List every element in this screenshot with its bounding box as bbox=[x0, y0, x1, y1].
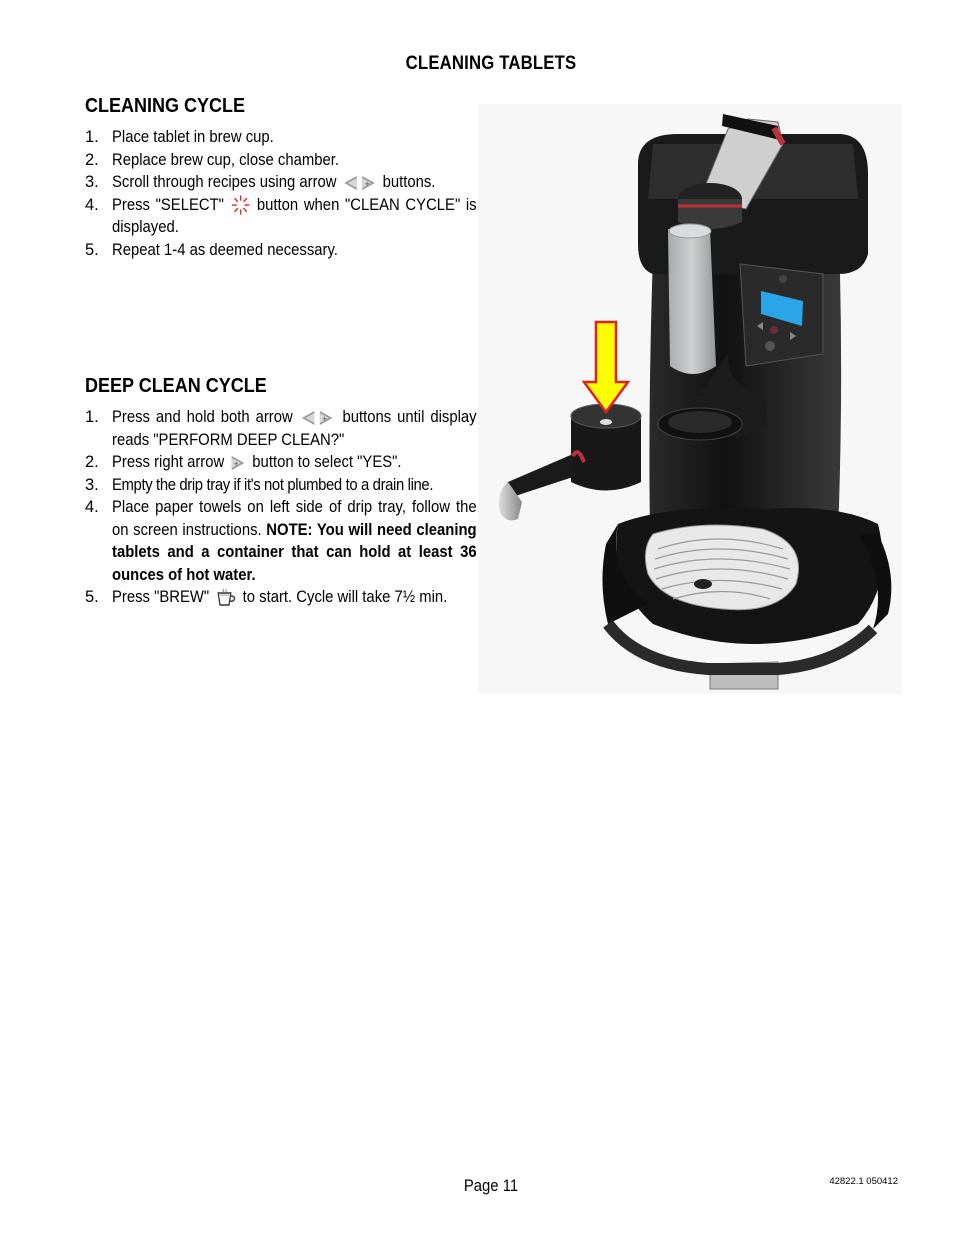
svg-text:+: + bbox=[323, 414, 328, 422]
step-text: Press and hold both arrow + buttons unti… bbox=[112, 406, 477, 451]
list-item: 4. Place paper towels on left side of dr… bbox=[85, 496, 477, 586]
step-text-after: to start. Cycle will take 7½ min. bbox=[242, 588, 448, 606]
step-number: 1. bbox=[85, 408, 99, 426]
step-text: Replace brew cup, close chamber. bbox=[112, 150, 339, 169]
step-number: 2. bbox=[85, 150, 99, 169]
svg-text:+: + bbox=[364, 179, 369, 187]
deep-clean-cycle-heading: DEEP CLEAN CYCLE bbox=[85, 375, 267, 397]
step-number: 5. bbox=[85, 240, 99, 259]
down-arrow-indicator-icon bbox=[581, 320, 631, 415]
step-number: 3. bbox=[85, 173, 99, 191]
step-number: 4. bbox=[85, 195, 99, 214]
step-text-before: Scroll through recipes using arrow bbox=[112, 173, 337, 191]
deep-clean-cycle-steps: 1. Press and hold both arrow + buttons u… bbox=[85, 406, 477, 609]
svg-text:+: + bbox=[234, 459, 239, 467]
step-text: Place tablet in brew cup. bbox=[112, 128, 274, 146]
step-text-body: Place paper towels on left side of drip … bbox=[112, 498, 477, 539]
brewer-machine-illustration bbox=[478, 104, 902, 694]
list-item: 5. Press "BREW" to start. Cycle will tak… bbox=[85, 586, 477, 609]
display-screen bbox=[761, 291, 803, 326]
step-text: Place paper towels on left side of drip … bbox=[112, 496, 477, 586]
page-title: CLEANING TABLETS bbox=[405, 53, 577, 74]
step-number: 2. bbox=[85, 453, 99, 471]
step-number: 5. bbox=[85, 588, 99, 606]
step-text-after: buttons. bbox=[382, 173, 436, 191]
glass-brew-cylinder bbox=[668, 229, 716, 374]
step-text-after: buttons until display reads "PERFORM DEE… bbox=[112, 408, 477, 449]
coffee-cup-icon bbox=[217, 588, 235, 606]
step-text: Press "SELECT" button when "CLEAN CYCLE"… bbox=[112, 194, 477, 239]
step-text-before: Press "SELECT" bbox=[112, 195, 224, 214]
document-code: 42822.1 050412 bbox=[829, 1176, 898, 1187]
list-item: 4. Press "SELECT" button when "CLEAN CYC… bbox=[85, 194, 477, 239]
step-text-before: Press right arrow bbox=[112, 453, 225, 471]
left-right-arrow-buttons-icon: + bbox=[344, 175, 375, 190]
step-text: Empty the drip tray if it's not plumbed … bbox=[112, 475, 434, 494]
page-number: Page 11 bbox=[463, 1177, 519, 1195]
list-item: 1. Press and hold both arrow + buttons u… bbox=[85, 406, 477, 451]
list-item: 5. Repeat 1-4 as deemed necessary. bbox=[85, 239, 477, 262]
step-text: Repeat 1-4 as deemed necessary. bbox=[112, 240, 338, 259]
step-text: Press right arrow + button to select "YE… bbox=[112, 451, 477, 474]
cleaning-cycle-heading: CLEANING CYCLE bbox=[85, 95, 246, 117]
step-text-after: button to select "YES". bbox=[252, 453, 402, 471]
step-number: 1. bbox=[85, 128, 99, 146]
drip-tray-grate bbox=[644, 524, 800, 611]
step-number: 4. bbox=[85, 498, 99, 516]
list-item: 3. Empty the drip tray if it's not plumb… bbox=[85, 474, 477, 497]
step-text-after: button when "CLEAN CYCLE" is displayed. bbox=[112, 195, 477, 237]
list-item: 2. Press right arrow + button to select … bbox=[85, 451, 477, 474]
step-number: 3. bbox=[85, 475, 99, 494]
list-item: 2. Replace brew cup, close chamber. bbox=[85, 149, 477, 172]
list-item: 3. Scroll through recipes using arrow + … bbox=[85, 171, 477, 194]
cleaning-cycle-steps: 1. Place tablet in brew cup. 2. Replace … bbox=[85, 126, 477, 261]
step-text-before: Press and hold both arrow bbox=[112, 408, 293, 426]
brew-basket bbox=[571, 416, 641, 491]
step-text: Press "BREW" to start. Cycle will take 7… bbox=[112, 586, 477, 609]
left-right-arrow-buttons-icon: + bbox=[302, 410, 333, 425]
step-text: Scroll through recipes using arrow + but… bbox=[112, 171, 477, 194]
step-text-before: Press "BREW" bbox=[112, 588, 210, 606]
step-note: NOTE: You will need cleaning tablets and… bbox=[112, 520, 477, 584]
list-item: 1. Place tablet in brew cup. bbox=[85, 126, 477, 149]
right-arrow-button-icon: + bbox=[231, 455, 245, 470]
select-sunburst-icon bbox=[231, 195, 250, 215]
